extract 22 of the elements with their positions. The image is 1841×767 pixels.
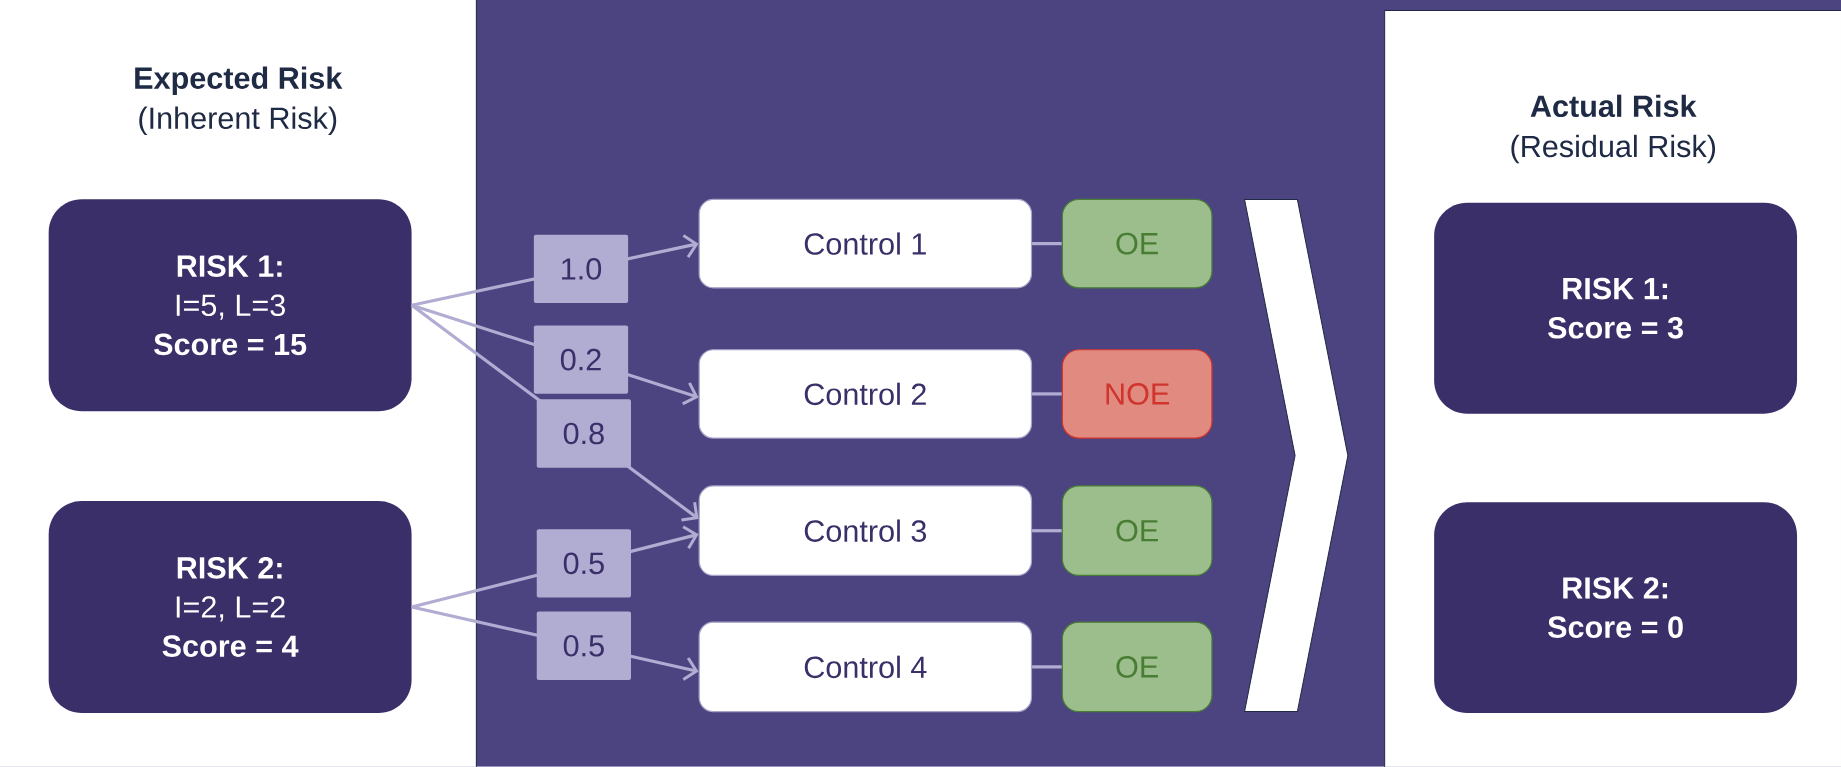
weight-label: 0.5 xyxy=(536,529,631,598)
control-box: Control 3 xyxy=(698,485,1033,577)
risk-box: RISK 2: I=2, L=2 Score = 4 xyxy=(48,501,412,714)
risk-box: RISK 1: Score = 3 xyxy=(1434,202,1798,414)
connector-line xyxy=(1032,242,1062,246)
status-box: OE xyxy=(1061,485,1213,577)
connector-line xyxy=(1032,529,1062,533)
control-box: Control 1 xyxy=(698,199,1033,289)
weight-label: 1.0 xyxy=(533,234,629,304)
control-box: Control 2 xyxy=(698,349,1033,439)
weight-label: 0.8 xyxy=(536,399,631,468)
risk-box: RISK 2: Score = 0 xyxy=(1434,502,1798,714)
status-box: OE xyxy=(1061,621,1213,713)
status-box: OE xyxy=(1061,199,1213,289)
connector-line xyxy=(1032,665,1062,669)
control-box: Control 4 xyxy=(698,621,1033,713)
risk-box: RISK 1: I=5, L=3 Score = 15 xyxy=(48,199,412,412)
weight-label: 0.2 xyxy=(533,325,629,394)
connector-line xyxy=(1032,392,1062,396)
chevron-arrow xyxy=(1244,199,1349,713)
status-box: NOE xyxy=(1061,349,1213,439)
weight-label: 0.5 xyxy=(536,611,631,681)
